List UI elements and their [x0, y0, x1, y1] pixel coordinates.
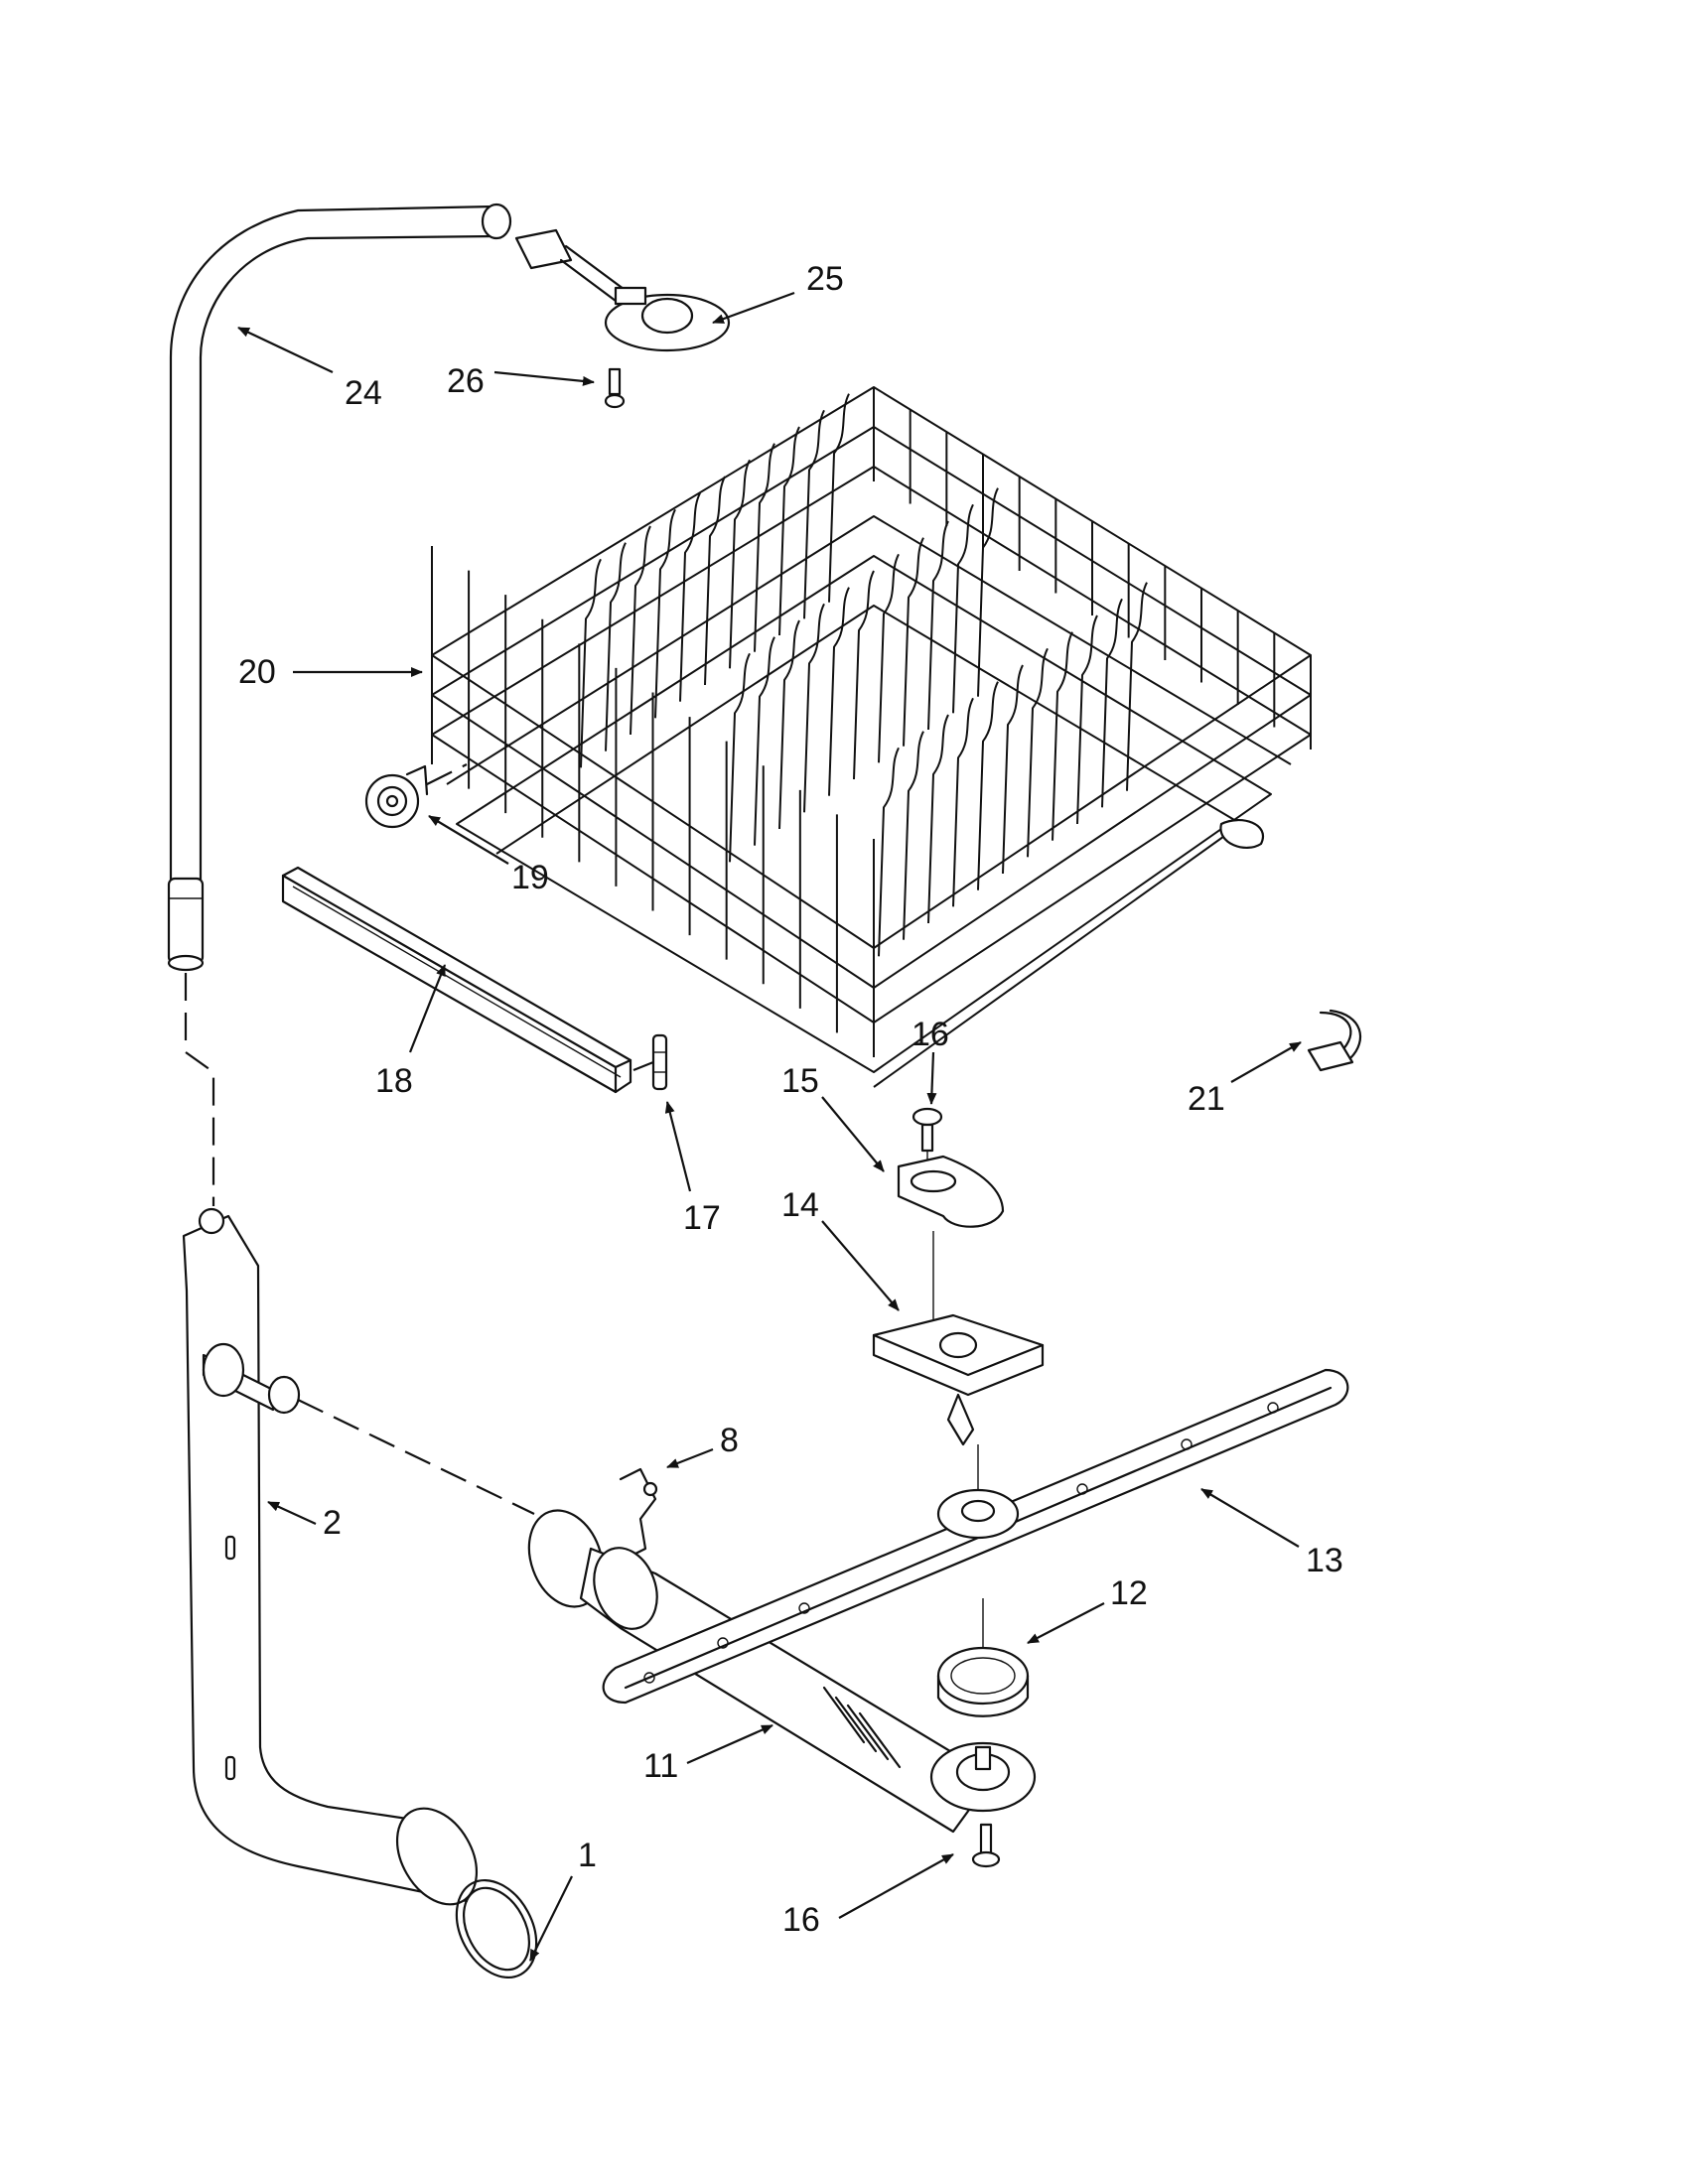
rack-inner-tine — [803, 603, 825, 813]
callout-24: 24 — [345, 374, 382, 412]
hub-bearing-part-15 — [897, 1155, 1005, 1228]
roller-dashed-connector — [426, 763, 468, 785]
rack-inner-tine — [704, 476, 726, 686]
callout-15: 15 — [781, 1062, 819, 1100]
callout-13: 13 — [1306, 1542, 1343, 1579]
callout-21: 21 — [1188, 1080, 1225, 1118]
callout-11: 11 — [643, 1747, 678, 1785]
rack-inner-tine — [605, 542, 627, 751]
upper-dishrack — [431, 386, 1312, 1088]
callout-16-bottom: 16 — [782, 1901, 820, 1939]
rack-inner-tine — [878, 747, 900, 957]
rack-inner-tine — [754, 636, 775, 846]
seal-ring-part-12 — [936, 1646, 1030, 1717]
rack-inner-tine — [679, 492, 701, 702]
callout-20: 20 — [238, 653, 276, 691]
rack-inner-tine — [754, 443, 775, 652]
lower-spray-arm-pipe — [527, 1509, 1037, 1834]
rack-inner-tine — [1101, 598, 1123, 808]
rack-inner-tine — [977, 681, 999, 890]
callout-1: 1 — [578, 1837, 597, 1874]
manifold-dashed-connector — [297, 1399, 535, 1515]
wire-clip-part-21 — [1307, 1009, 1362, 1072]
rack-inner-tine — [952, 503, 974, 714]
rack-track — [281, 866, 632, 1094]
rack-inner-tine — [654, 508, 676, 719]
tube-dashed-connector — [184, 973, 215, 1206]
rack-inner-tine — [903, 731, 924, 940]
rack-inner-tine — [580, 558, 602, 768]
callout-14: 14 — [781, 1186, 819, 1224]
rack-inner-tine — [828, 587, 850, 796]
callout-19: 19 — [511, 859, 549, 896]
clip-part-8 — [619, 1467, 658, 1561]
rack-inner-tine — [977, 487, 999, 697]
screw-part-26 — [604, 367, 626, 409]
callout-16-top: 16 — [912, 1016, 949, 1053]
rack-inner-tine — [927, 714, 949, 924]
callout-25: 25 — [806, 260, 844, 298]
callout-12: 12 — [1110, 1574, 1148, 1612]
rack-inner-tine — [729, 652, 751, 863]
lower-spray-arm — [602, 1368, 1349, 1705]
o-ring-part-1 — [455, 1878, 538, 1979]
rack-inner-tine — [778, 619, 800, 830]
mounting-bracket-part-14 — [872, 1313, 1045, 1446]
rack-inner-tine — [1126, 582, 1148, 791]
rack-inner-tine — [729, 459, 751, 669]
track-stop-clip — [651, 1033, 668, 1091]
rack-roller — [364, 764, 429, 829]
rack-inner-tine — [630, 525, 651, 736]
stop-dashed-connector — [632, 1060, 654, 1072]
callout-26: 26 — [447, 362, 485, 400]
upper-spray-nozzle — [514, 228, 731, 352]
callout-8: 8 — [720, 1422, 739, 1459]
rack-inner-tine — [903, 537, 924, 747]
rack-inner-tine — [1052, 631, 1073, 841]
callout-18: 18 — [375, 1062, 413, 1100]
rack-inner-tine — [1076, 614, 1098, 825]
rack-inner-tine — [778, 426, 800, 636]
rack-inner-tine — [1027, 647, 1049, 858]
callout-labels: 1 2 8 11 12 13 14 15 16 16 17 18 19 20 2… — [238, 260, 1343, 1939]
callout-17: 17 — [683, 1199, 721, 1237]
rack-inner-tine — [803, 409, 825, 619]
leader-lines — [237, 291, 1302, 1962]
rack-inner-tine — [828, 393, 850, 603]
supply-tube — [167, 203, 512, 972]
rack-inner-tine — [1002, 664, 1024, 875]
callout-2: 2 — [323, 1504, 342, 1542]
rack-inner-tine — [853, 570, 875, 780]
rack-inner-tine — [952, 697, 974, 907]
manifold-pipe — [182, 1207, 479, 1906]
screw-part-16-top — [912, 1107, 943, 1153]
screw-part-16-bottom — [971, 1823, 1001, 1868]
rack-inner-tine — [878, 553, 900, 763]
rack-inner-tine — [927, 520, 949, 731]
